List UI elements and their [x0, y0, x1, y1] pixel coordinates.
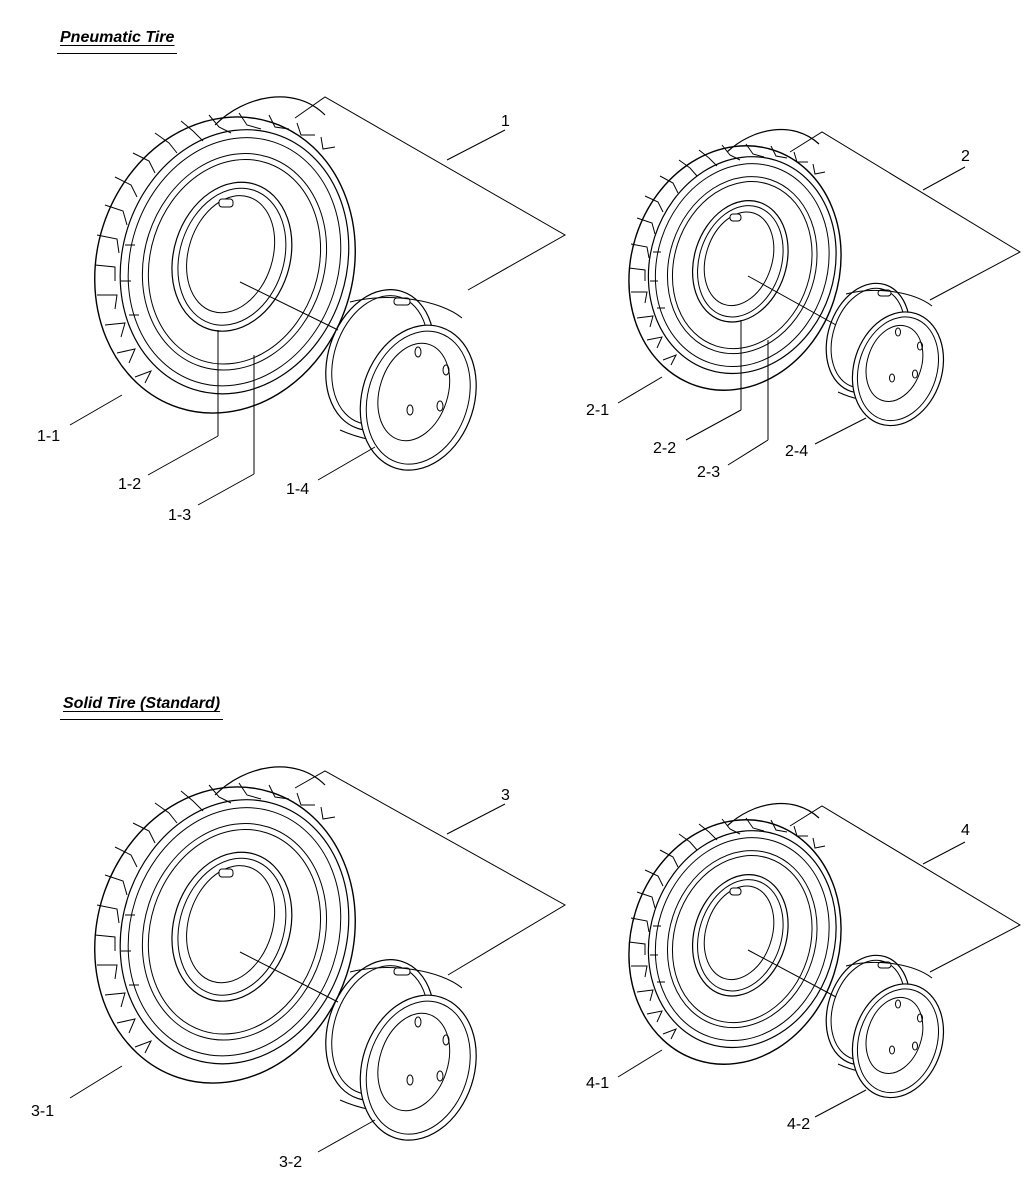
assembly-2 — [597, 117, 1022, 466]
callout-4: 4 — [961, 822, 970, 839]
section-title-pneumatic: Pneumatic Tire — [56, 29, 178, 54]
callout-3-1: 3-1 — [31, 1103, 55, 1120]
callout-3-2: 3-2 — [279, 1154, 303, 1171]
callout-2: 2 — [961, 148, 970, 165]
leader-lines-1 — [69, 96, 567, 506]
callout-2-2: 2-2 — [653, 440, 677, 457]
callout-1: 1 — [501, 113, 510, 130]
callout-1-1: 1-1 — [37, 428, 61, 445]
callout-1-4: 1-4 — [286, 481, 310, 498]
callout-2-1: 2-1 — [586, 402, 610, 419]
leader-lines-4 — [617, 805, 1022, 1118]
assembly-3 — [56, 752, 566, 1156]
callout-1-3: 1-3 — [168, 507, 192, 524]
leader-lines-2 — [617, 131, 1022, 466]
callout-2-4: 2-4 — [785, 443, 809, 460]
callout-3: 3 — [501, 787, 510, 804]
callout-4-1: 4-1 — [586, 1075, 610, 1092]
callout-1-2: 1-2 — [118, 476, 142, 493]
tire-4-1 — [597, 791, 873, 1093]
callout-4-2: 4-2 — [787, 1116, 811, 1133]
section-title-solid: Solid Tire (Standard) — [59, 695, 224, 720]
assembly-1 — [56, 82, 567, 506]
callout-2-3: 2-3 — [697, 464, 721, 481]
assembly-4 — [597, 791, 1022, 1118]
leader-lines-3 — [69, 770, 566, 1153]
